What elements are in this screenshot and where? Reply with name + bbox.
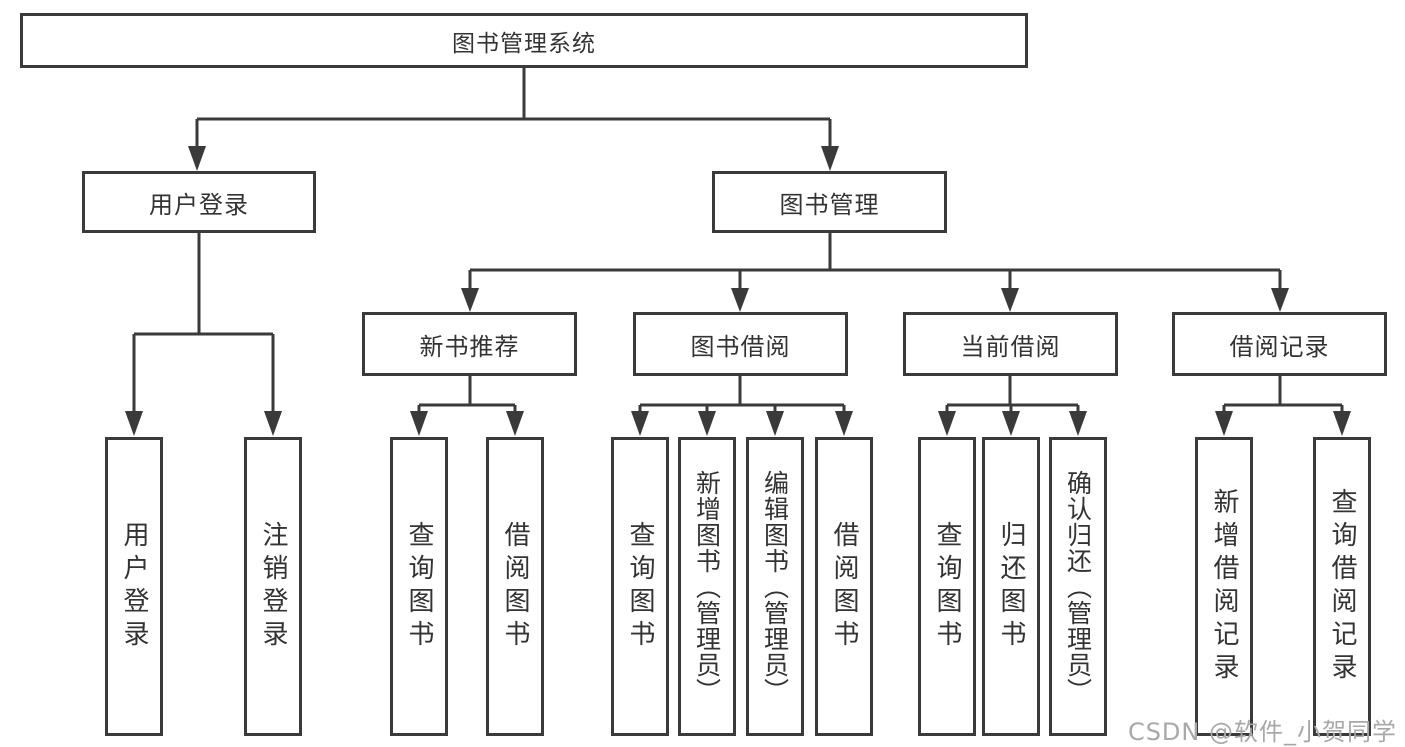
node-current-borrow: 当前借阅 bbox=[903, 312, 1118, 376]
node-label: 查询图书 bbox=[932, 520, 962, 653]
watermark: CSDN @软件_小贺同学 bbox=[1127, 718, 1397, 746]
node-borrow-records: 借阅记录 bbox=[1172, 312, 1387, 376]
leaf-user-login: 用户登录 bbox=[105, 437, 163, 736]
node-label: 归还图书 bbox=[996, 520, 1026, 653]
leaf-query-borrow-record: 查询借阅记录 bbox=[1313, 437, 1371, 736]
node-label: 图书管理 bbox=[779, 190, 880, 219]
node-label: 图书管理系统 bbox=[452, 30, 596, 57]
node-label: 借阅图书 bbox=[829, 520, 859, 653]
node-label: 用户登录 bbox=[119, 520, 149, 653]
leaf-confirm-return-admin: 确认归还（管理员） bbox=[1049, 437, 1107, 736]
leaf-query-books-current: 查询图书 bbox=[918, 437, 976, 736]
node-label: 借阅图书 bbox=[500, 520, 530, 653]
arrowheads bbox=[125, 146, 1351, 436]
node-book-borrow: 图书借阅 bbox=[633, 312, 848, 376]
node-new-book-recommend: 新书推荐 bbox=[362, 312, 577, 376]
node-library-management-system: 图书管理系统 bbox=[20, 13, 1028, 68]
leaf-borrow-books: 借阅图书 bbox=[815, 437, 873, 736]
node-label: 编辑图书（管理员） bbox=[760, 469, 790, 704]
connector-paths bbox=[132, 67, 1344, 414]
leaf-query-books-recommend: 查询图书 bbox=[390, 437, 448, 736]
node-label: 图书借阅 bbox=[690, 332, 791, 361]
leaf-add-borrow-record: 新增借阅记录 bbox=[1195, 437, 1253, 736]
node-label: 新书推荐 bbox=[419, 332, 520, 361]
node-label: 新增借阅记录 bbox=[1209, 487, 1239, 686]
leaf-add-book-admin: 新增图书（管理员） bbox=[678, 437, 736, 736]
leaf-return-book: 归还图书 bbox=[982, 437, 1040, 736]
node-label: 当前借阅 bbox=[960, 332, 1061, 361]
node-label: 查询图书 bbox=[625, 520, 655, 653]
node-label: 注销登录 bbox=[258, 520, 288, 653]
node-label: 查询借阅记录 bbox=[1327, 487, 1357, 686]
node-label: 确认归还（管理员） bbox=[1063, 469, 1093, 704]
node-label: 用户登录 bbox=[149, 190, 249, 219]
node-book-management: 图书管理 bbox=[712, 171, 947, 233]
node-label: 新增图书（管理员） bbox=[692, 469, 722, 704]
leaf-edit-book-admin: 编辑图书（管理员） bbox=[746, 437, 804, 736]
node-user-login: 用户登录 bbox=[82, 171, 316, 233]
leaf-query-books-borrow: 查询图书 bbox=[611, 437, 669, 736]
leaf-borrow-books-recommend: 借阅图书 bbox=[486, 437, 544, 736]
node-label: 查询图书 bbox=[404, 520, 434, 653]
leaf-logout: 注销登录 bbox=[244, 437, 302, 736]
node-label: 借阅记录 bbox=[1229, 332, 1330, 361]
